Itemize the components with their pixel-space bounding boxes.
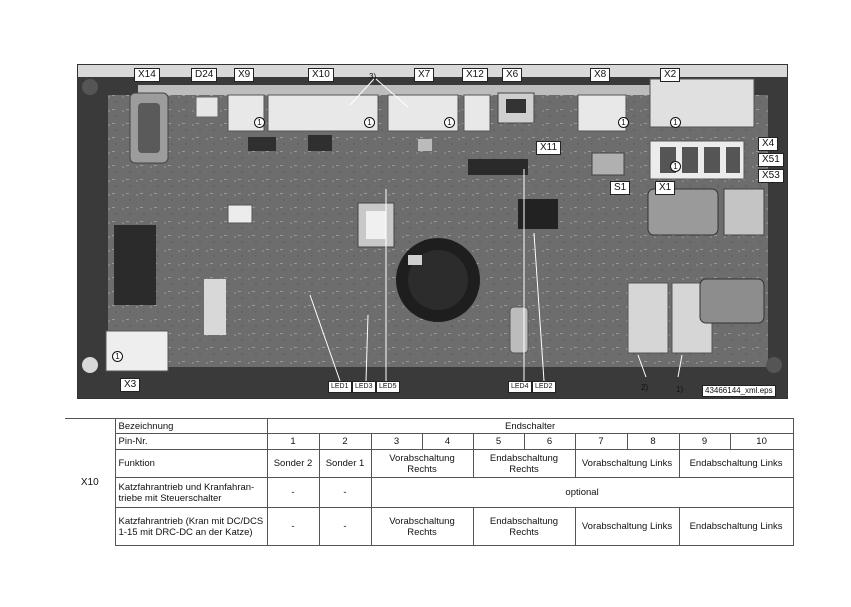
funktion-pins-7-8: Vorabschaltung Links [574,449,680,478]
row-bezeichnung: X10 Bezeichnung Endschalter [65,418,794,546]
label-x12: X12 [462,68,488,82]
pin-1-marker-icon: 1 [670,117,681,128]
row-steuerschalter: Katzfahrantrieb und Kranfahran-triebe mi… [65,477,794,508]
pin-6: 6 [523,433,576,450]
pin-1-marker-icon: 1 [618,117,629,128]
file-reference: 43466144_xml.eps [702,385,776,397]
row-label-drc: Katzfahrantrieb (Kran mit DC/DCS 1-15 mi… [114,507,268,546]
row-funktion: Funktion Sonder 2 Sonder 1 Vorabschaltun… [65,449,794,478]
pin-8: 8 [626,433,680,450]
pin-9: 9 [678,433,731,450]
steuerschalter-optional: optional [370,477,794,508]
pin-1-marker-icon: 1 [112,351,123,362]
label-led2: LED2 [532,381,556,393]
steuerschalter-pin-1: - [266,477,320,508]
label-led4: LED4 [508,381,532,393]
row-label-bezeichnung: Bezeichnung [114,418,268,434]
label-s1: S1 [610,181,631,195]
label-x14: X14 [134,68,160,82]
row-pins: Pin-Nr. 1 2 3 4 5 6 7 8 9 10 [65,433,794,450]
label-d24: D24 [191,68,218,82]
label-x7: X7 [414,68,435,82]
funktion-pins-9-10: Endabschaltung Links [678,449,794,478]
row-label-pin-nr: Pin-Nr. [114,433,268,450]
label-x53: X53 [758,169,784,183]
label-x9: X9 [234,68,255,82]
drc-pins-7-8: Vorabschaltung Links [574,507,680,546]
pin-1-marker-icon: 1 [444,117,455,128]
pin-1-marker-icon: 1 [364,117,375,128]
pin-7: 7 [574,433,628,450]
funktion-pin-1: Sonder 2 [266,449,320,478]
pin-5: 5 [472,433,525,450]
pin-2: 2 [318,433,372,450]
pin-4: 4 [421,433,474,450]
label-x1: X1 [655,181,676,195]
note-2: 2) [641,383,649,392]
pin-3: 3 [370,433,423,450]
drc-pins-9-10: Endabschaltung Links [678,507,794,546]
note-3: 3) [369,72,377,81]
label-x8: X8 [590,68,611,82]
drc-pins-3-4: Vorabschaltung Rechts [370,507,474,546]
label-x3: X3 [120,378,141,392]
label-x2: X2 [660,68,681,82]
note-1: 1) [676,385,684,394]
row-label-funktion: Funktion [114,449,268,478]
drc-pins-5-6: Endabschaltung Rechts [472,507,576,546]
label-x4: X4 [758,137,779,151]
label-x51: X51 [758,153,784,167]
label-led1: LED1 [328,381,352,393]
connector-x10-cell: X10 [65,418,116,546]
label-x6: X6 [502,68,523,82]
drc-pin-2: - [318,507,372,546]
bezeichnung-value: Endschalter [266,418,794,434]
label-x10: X10 [308,68,334,82]
row-drc: Katzfahrantrieb (Kran mit DC/DCS 1-15 mi… [65,507,794,546]
pin-1-marker-icon: 1 [254,117,265,128]
funktion-pins-5-6: Endabschaltung Rechts [472,449,576,478]
circuit-board-photo: X14 D24 X9 X10 X7 X12 X6 X8 X2 3) X4 X51… [77,64,788,399]
x10-pin-assignment-table: X10 Bezeichnung Endschalter Pin-Nr. 1 2 … [65,418,794,546]
label-led5: LED5 [376,381,400,393]
drc-pin-1: - [266,507,320,546]
steuerschalter-pin-2: - [318,477,372,508]
pin-1-marker-icon: 1 [670,161,681,172]
label-led3: LED3 [352,381,376,393]
row-label-steuerschalter: Katzfahrantrieb und Kranfahran-triebe mi… [114,477,268,508]
pin-10: 10 [729,433,794,450]
funktion-pin-2: Sonder 1 [318,449,372,478]
pin-1: 1 [266,433,320,450]
label-x11: X11 [536,141,562,155]
circuit-board-illustration [78,65,787,398]
funktion-pins-3-4: Vorabschaltung Rechts [370,449,474,478]
